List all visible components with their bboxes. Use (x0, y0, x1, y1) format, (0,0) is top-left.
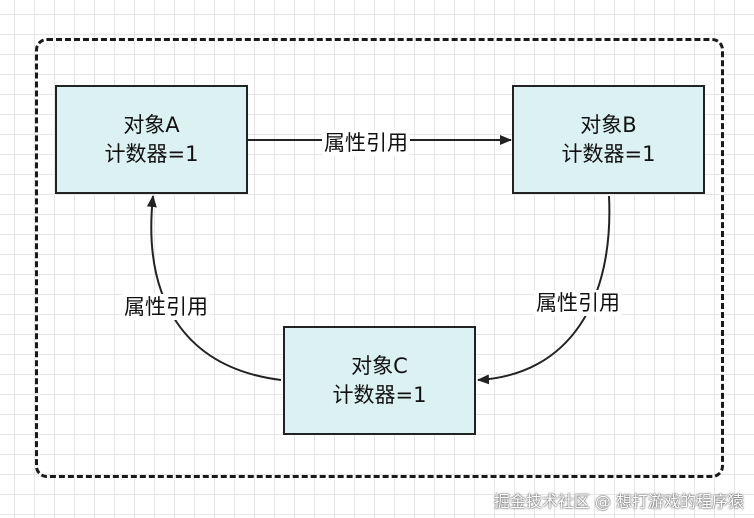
node-object-c: 对象C 计数器=1 (283, 326, 476, 435)
node-b-counter: 计数器=1 (561, 141, 656, 166)
node-object-a: 对象A 计数器=1 (55, 85, 248, 194)
node-object-b: 对象B 计数器=1 (512, 85, 705, 194)
watermark-text: 掘金技术社区 @ 想打游戏的程序猿 (493, 492, 744, 511)
node-c-title: 对象C (351, 353, 408, 378)
edge-a-to-b-label: 属性引用 (322, 130, 410, 156)
edge-c-to-a (146, 195, 282, 381)
node-a-title: 对象A (123, 112, 180, 137)
dashed-boundary (35, 38, 724, 478)
edge-b-to-c-label: 属性引用 (534, 290, 622, 316)
node-c-counter: 计数器=1 (332, 382, 427, 407)
edge-b-to-c (477, 195, 611, 385)
node-a-counter: 计数器=1 (104, 141, 199, 166)
node-b-title: 对象B (580, 112, 637, 137)
edge-c-to-a-label: 属性引用 (122, 294, 210, 320)
